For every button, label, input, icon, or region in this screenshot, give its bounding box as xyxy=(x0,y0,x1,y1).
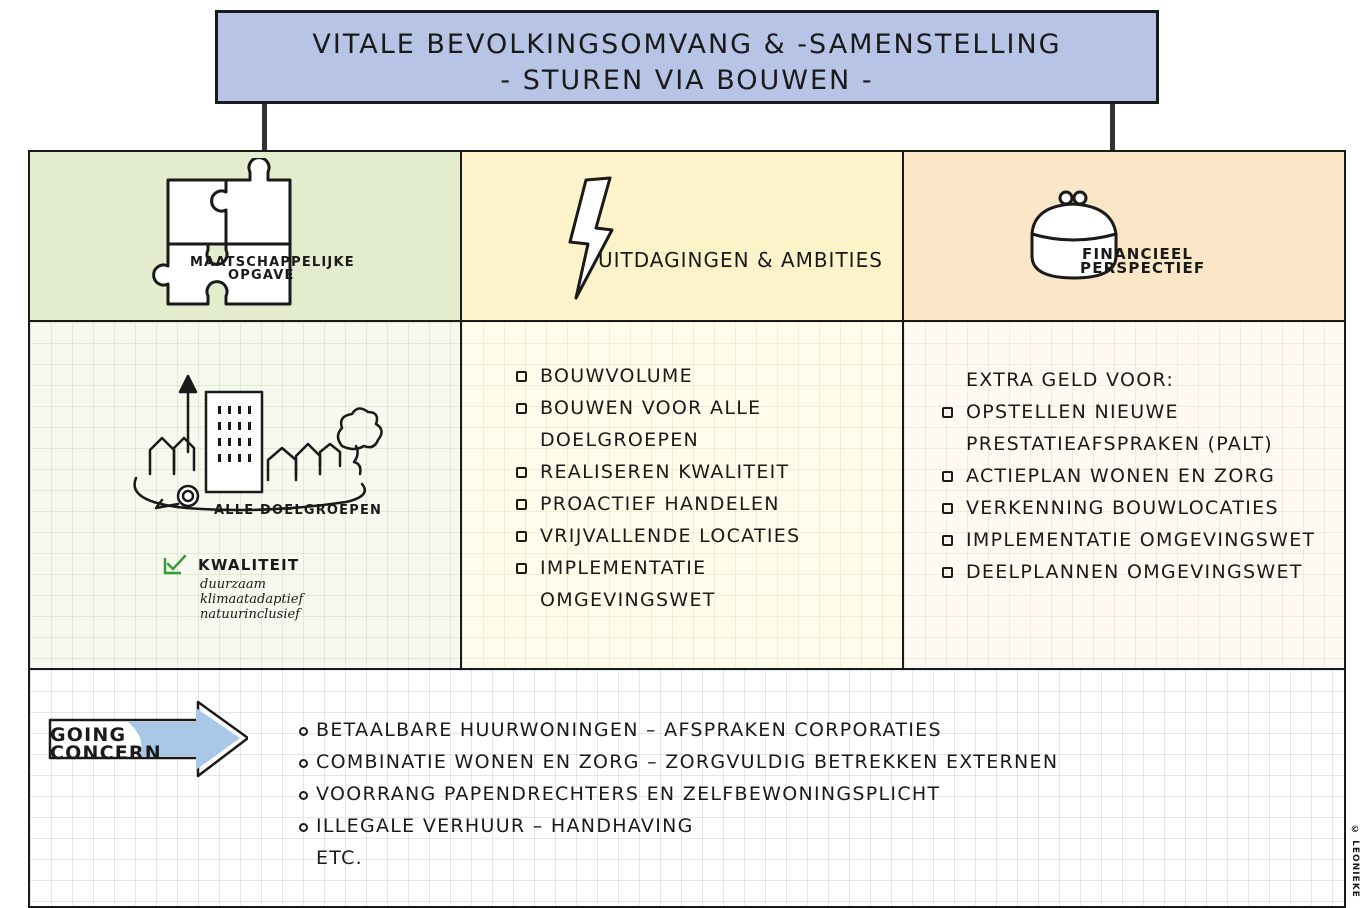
list-item: DEELPLANNEN OMGEVINGSWET xyxy=(941,556,1315,588)
list-item: ACTIEPLAN WONEN EN ZORG xyxy=(941,460,1315,492)
checked-subitem: natuurinclusief xyxy=(200,607,300,622)
buildings-illustration xyxy=(133,374,383,512)
purse-icon xyxy=(1030,190,1118,280)
column-2-header: UITDAGINGEN & AMBITIES xyxy=(460,150,904,322)
checked-subitem: klimaatadaptief xyxy=(200,592,304,607)
list-item: DOELGROEPEN xyxy=(540,429,700,451)
list-item: PROACTIEF HANDELEN xyxy=(515,488,800,520)
list-item: OPSTELLEN NIEUWE xyxy=(941,396,1315,428)
column-2-content: BOUWVOLUME BOUWEN VOOR ALLE DOELGROEPEN … xyxy=(460,320,904,670)
checked-subitem: duurzaam xyxy=(200,577,266,592)
title-banner: VITALE BEVOLKINGSOMVANG & -SAMENSTELLING… xyxy=(215,10,1159,104)
list-item: OMGEVINGSWET xyxy=(540,589,716,611)
going-concern-list: BETAALBARE HUURWONINGEN – AFSPRAKEN CORP… xyxy=(298,714,1058,874)
list-item: IMPLEMENTATIE OMGEVINGSWET xyxy=(941,524,1315,556)
copyright-mark: © LEONIEKE xyxy=(1350,825,1360,898)
column-2-heading: UITDAGINGEN & AMBITIES xyxy=(598,248,883,272)
lightning-icon xyxy=(568,176,614,300)
arrow-right-icon xyxy=(48,700,248,778)
list-item: IMPLEMENTATIE xyxy=(515,552,800,584)
illustration-label: ALLE DOELGROEPEN xyxy=(214,503,383,518)
list-item: REALISEREN KWALITEIT xyxy=(515,456,800,488)
title-line-2: - STUREN VIA BOUWEN - xyxy=(500,65,874,96)
list-item: PRESTATIEAFSPRAKEN (PALT) xyxy=(966,433,1273,455)
going-concern-label-line-2: CONCERN xyxy=(50,742,162,764)
going-concern-label-line-1: GOING xyxy=(50,724,127,746)
list-item: VRIJVALLENDE LOCATIES xyxy=(515,520,800,552)
diagram-frame: MAATSCHAPPELIJKE OPGAVE UITDAGINGEN & AM… xyxy=(28,150,1346,908)
checkmark-icon xyxy=(163,554,187,575)
column-1-heading-line-2: OPGAVE xyxy=(228,268,295,283)
column-3-bullet-list: EXTRA GELD VOOR: OPSTELLEN NIEUWE PRESTA… xyxy=(941,364,1315,588)
list-item: BOUWEN VOOR ALLE xyxy=(515,392,800,424)
list-item: BOUWVOLUME xyxy=(515,360,800,392)
sign-post-right xyxy=(1110,104,1115,152)
column-1-heading-line-1: MAATSCHAPPELIJKE xyxy=(190,255,355,270)
list-item: VERKENNING BOUWLOCATIES xyxy=(941,492,1315,524)
column-2-bullet-list: BOUWVOLUME BOUWEN VOOR ALLE DOELGROEPEN … xyxy=(515,360,800,616)
column-1-content: ALLE DOELGROEPEN KWALITEIT duurzaam klim… xyxy=(28,320,462,670)
column-3-header: FINANCIEEL PERSPECTIEF xyxy=(902,150,1346,322)
going-concern-panel: GOING CONCERN BETAALBARE HUURWONINGEN – … xyxy=(28,668,1346,908)
checked-label: KWALITEIT xyxy=(198,556,300,574)
list-item: VOORRANG PAPENDRECHTERS EN ZELFBEWONINGS… xyxy=(298,778,1058,810)
list-intro: EXTRA GELD VOOR: xyxy=(966,369,1175,391)
list-item: ETC. xyxy=(316,847,364,869)
column-3-content: EXTRA GELD VOOR: OPSTELLEN NIEUWE PRESTA… xyxy=(902,320,1346,670)
column-3-heading-line-1: FINANCIEEL xyxy=(1082,245,1194,263)
title-line-1: VITALE BEVOLKINGSOMVANG & -SAMENSTELLING xyxy=(312,29,1062,60)
sign-post-left xyxy=(262,104,267,152)
list-item: BETAALBARE HUURWONINGEN – AFSPRAKEN CORP… xyxy=(298,714,1058,746)
puzzle-icon xyxy=(152,158,292,306)
column-1-header: MAATSCHAPPELIJKE OPGAVE xyxy=(28,150,462,322)
column-3-heading-line-2: PERSPECTIEF xyxy=(1080,259,1206,277)
list-item: COMBINATIE WONEN EN ZORG – ZORGVULDIG BE… xyxy=(298,746,1058,778)
list-item: ILLEGALE VERHUUR – HANDHAVING xyxy=(298,810,1058,842)
